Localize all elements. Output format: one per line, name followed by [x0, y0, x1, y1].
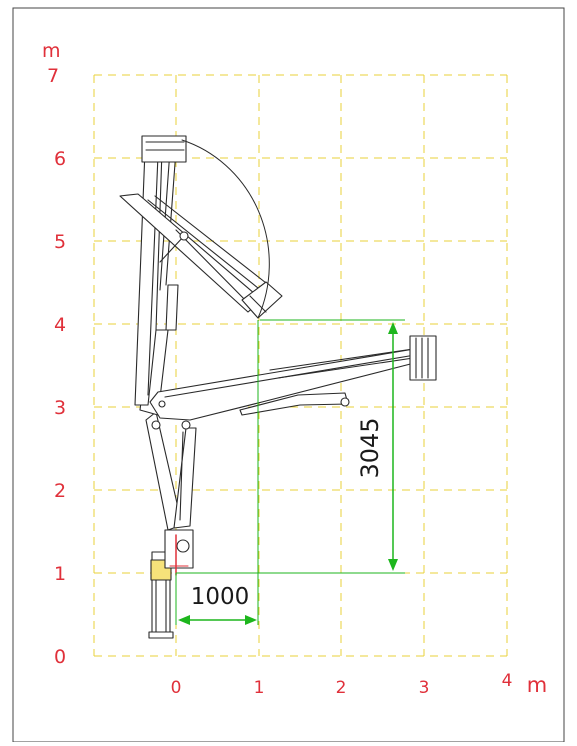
y-axis-labels: m 7 6 5 4 3 2 1 0 [42, 40, 66, 668]
y-tick-label: 4 [54, 314, 66, 336]
y-tick-label: 2 [54, 480, 66, 502]
x-tick-label: 3 [419, 678, 430, 698]
horizontal-dimension-label: 1000 [191, 584, 250, 610]
crane-base [148, 529, 194, 639]
reach-arc [181, 139, 270, 319]
x-tick-label: 1 [254, 678, 265, 698]
y-tick-label: 0 [54, 646, 66, 668]
x-axis-labels: 0 1 2 3 4 m [171, 671, 548, 698]
arrow-down-icon [388, 559, 398, 571]
y-axis-unit: m [42, 40, 61, 62]
y-tick-label: 5 [54, 231, 66, 253]
arrow-up-icon [388, 322, 398, 334]
y-tick-label: 3 [54, 397, 66, 419]
boom-extended [149, 335, 437, 421]
crane-drawing [119, 135, 437, 639]
x-tick-label: 4 [502, 671, 513, 691]
arrow-left-icon [178, 615, 190, 625]
y-tick-label: 7 [47, 65, 59, 87]
dimension-lines [175, 319, 405, 625]
vertical-dimension-label: 3045 [356, 417, 384, 478]
dimension-arrows [178, 322, 398, 625]
x-axis-unit: m [527, 673, 547, 697]
x-tick-label: 0 [171, 678, 182, 698]
x-tick-label: 2 [336, 678, 347, 698]
y-tick-label: 1 [54, 563, 66, 585]
y-tick-label: 6 [54, 148, 66, 170]
boom-diagonal [119, 193, 283, 319]
arrow-right-icon [245, 615, 257, 625]
